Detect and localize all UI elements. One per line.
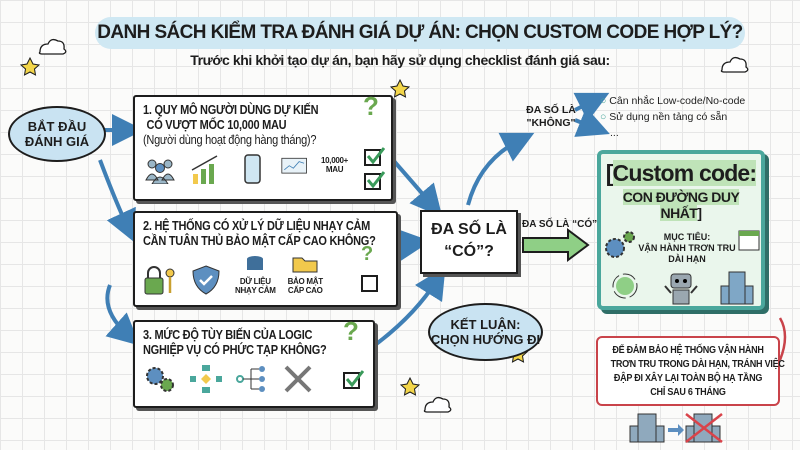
- database-icon: [247, 256, 264, 270]
- list-item: ○ Sử dụng nền tảng có sẵn: [600, 111, 728, 123]
- conclusion-bubble: KẾT LUẬN:CHỌN HƯỚNG ĐI: [428, 303, 543, 361]
- question-2-card: 2. HỆ THỐNG CÓ XỬ LÝ DỮ LIỆU NHẠY CẢM CẦ…: [133, 211, 398, 307]
- growth-chart-icon: [191, 155, 218, 184]
- arrow-callout-to-result: [778, 317, 787, 361]
- result-title: [Custom code:: [605, 160, 757, 186]
- question-text: NGHIỆP VỤ CÓ PHỨC TẠP KHÔNG?: [143, 343, 327, 357]
- result-card: [Custom code: CON ĐƯỜNG DUY NHẤT] MỤC TI…: [597, 150, 765, 310]
- callout-note: ĐỂ ĐẢM BẢO HỆ THỐNG VẬN HÀNH TRƠN TRU TR…: [596, 336, 785, 406]
- list-more: ...: [610, 127, 619, 139]
- phone-icon: [244, 154, 261, 184]
- no-branch-list: ○ Cân nhắc Low-code/No-code ○ Sử dụng nề…: [600, 93, 745, 141]
- callout-text: CHỈ SAU 6 THÁNG: [650, 386, 726, 398]
- yes-branch-label: ĐA SỐ LÀ “CÓ”: [522, 219, 598, 230]
- icon-label: CẤP CAO: [287, 286, 323, 295]
- users-icon: [145, 159, 175, 184]
- gears-icon: [146, 367, 174, 392]
- shield-check-icon: [192, 265, 220, 295]
- arrow-start-to-q2: [98, 159, 136, 243]
- star-icon: [399, 376, 421, 396]
- demolished-building-icon: [685, 413, 723, 443]
- callout-text: ĐẬP ĐI XÂY LẠI TOÀN BỘ HẠ TẦNG: [613, 372, 763, 384]
- label: ĐA SỐ LÀ: [526, 104, 576, 116]
- start-label: ĐÁNH GIÁ: [24, 134, 90, 149]
- question-mark-icon: ?: [361, 243, 373, 265]
- question-mark-icon: ?: [343, 316, 359, 346]
- conclusion-text: KẾT LUẬN:: [450, 317, 521, 332]
- question-1-card: 1. QUY MÔ NGƯỜI DÙNG DỰ KIẾN CÓ VƯỢT MỐC…: [133, 91, 393, 201]
- arrow-right-icon: [668, 424, 684, 436]
- star-icon: [389, 78, 411, 98]
- list-item: ○ Cân nhắc Low-code/No-code: [600, 95, 746, 107]
- conclusion-text: CHỌN HƯỚNG ĐI: [430, 332, 541, 347]
- question-3-card: 3. MỨC ĐỘ TÙY BIẾN CỦA LOGIC NGHIỆP VỤ C…: [133, 316, 375, 408]
- question-mark-icon: ?: [363, 91, 379, 121]
- arrow-decision-to-no: [466, 132, 535, 206]
- hierarchy-icon: [236, 366, 265, 392]
- no-branch-label: ĐA SỐ LÀ"KHÔNG": [520, 104, 582, 130]
- callout-text: TRƠN TRU TRONG DÀI HẠN, TRÁNH VIỆC: [610, 358, 785, 370]
- lock-key-icon: [144, 266, 175, 295]
- decision-text: ĐA SỐ LÀ: [431, 221, 507, 238]
- question-text: (Người dùng hoạt động hàng tháng)?: [143, 133, 317, 147]
- flowchart-icon: [190, 365, 222, 393]
- question-text: CÓ VƯỢT MỐC 10,000 MAU: [146, 118, 287, 132]
- checkbox-unchecked[interactable]: [361, 275, 378, 292]
- refresh-icon: [612, 273, 638, 299]
- checkbox-checked[interactable]: [343, 370, 364, 389]
- rebuild-illustration: [629, 413, 723, 443]
- question-text: 3. MỨC ĐỘ TÙY BIẾN CỦA LOGIC: [143, 328, 313, 342]
- mau-badge: MAU: [325, 165, 344, 174]
- dashboard-icon: [281, 157, 307, 174]
- arrow-q1-to-decision: [391, 158, 443, 218]
- page-title: DANH SÁCH KIỂM TRA ĐÁNH GIÁ DỰ ÁN: CHỌN …: [95, 17, 745, 49]
- arrow-q2-to-decision: [397, 228, 431, 261]
- arrow-yes-to-result: [522, 228, 590, 262]
- decision-box: ĐA SỐ LÀ “CÓ”?: [420, 210, 518, 274]
- building-icon: [629, 413, 665, 443]
- callout-text: ĐỂ ĐẢM BẢO HỆ THỐNG VẬN HÀNH: [612, 344, 764, 356]
- folder-icon: [292, 257, 318, 273]
- start-label: BẮT ĐẦU: [27, 119, 87, 134]
- gears-icon: [605, 231, 635, 258]
- calendar-icon: [738, 230, 760, 251]
- question-text: 1. QUY MÔ NGƯỜI DÙNG DỰ KIẾN: [143, 103, 319, 117]
- icon-label: NHẠY CẢM: [235, 286, 276, 295]
- cloud-icon: [423, 396, 452, 413]
- mau-badge: 10,000+: [321, 156, 349, 165]
- robot-icon: [664, 273, 698, 305]
- question-text: CẦN TUÂN THỦ BẢO MẬT CẤP CAO KHÔNG?: [143, 234, 376, 248]
- icon-label: DỮ LIỆU: [239, 277, 271, 286]
- tools-icon: [284, 365, 312, 393]
- checkbox-checked[interactable]: [364, 147, 385, 166]
- building-icon: [720, 271, 754, 305]
- decision-text: “CÓ”?: [444, 243, 494, 260]
- label: "KHÔNG": [526, 117, 576, 129]
- page-subtitle: Trước khi khởi tạo dự án, bạn hãy sử dụn…: [190, 52, 610, 68]
- icon-label: BẢO MẬT: [287, 277, 324, 286]
- checkbox-checked[interactable]: [364, 171, 385, 190]
- result-subtitle: CON ĐƯỜNG DUY NHẤT]: [622, 189, 740, 221]
- arrow-q2-to-q3: [105, 284, 140, 346]
- question-text: 2. HỆ THỐNG CÓ XỬ LÝ DỮ LIỆU NHẠY CẢM: [143, 219, 371, 233]
